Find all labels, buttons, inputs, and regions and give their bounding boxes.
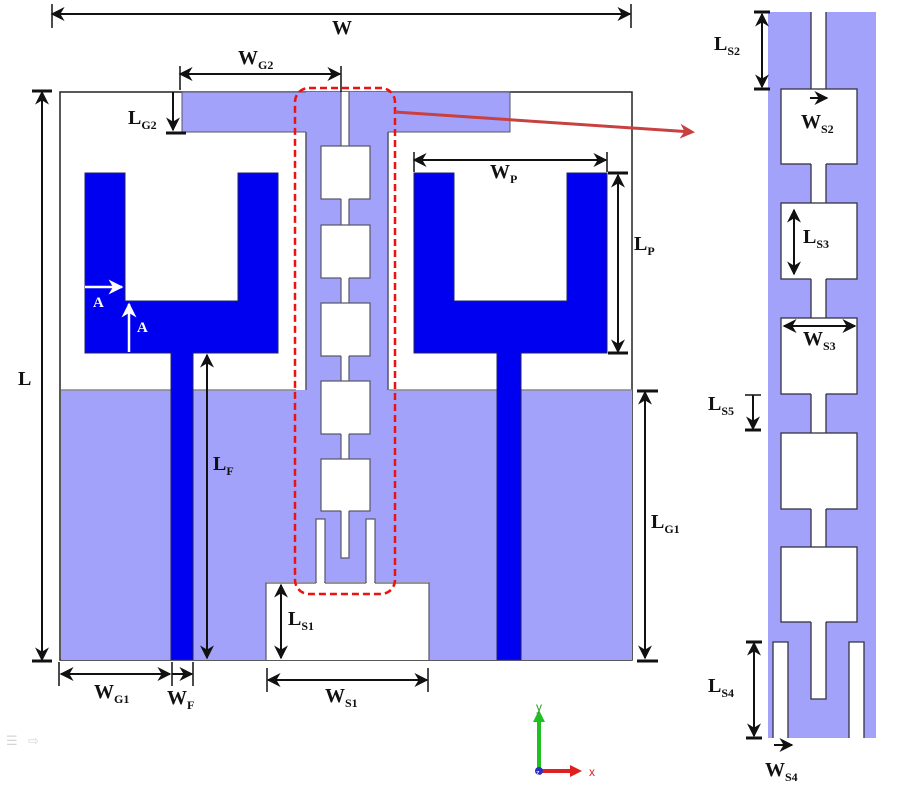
detail-slot-square (780, 432, 858, 510)
label-ws2: WS2 (801, 111, 834, 136)
detail-view (768, 12, 876, 738)
axis-z-origin (535, 767, 543, 775)
slot-square (320, 224, 371, 279)
detail-dimension-labels: LS2 WS2 LS3 WS3 LS5 LS4 WS4 (708, 33, 836, 784)
label-ws4: WS4 (765, 759, 798, 784)
main-antenna: A A (59, 86, 695, 661)
label-w: W (332, 17, 352, 39)
label-ls4: LS4 (708, 675, 734, 700)
pointer-arrow (394, 110, 695, 139)
dimension-labels: W L WG2 LG2 WP LP LF LG1 LS1 WS1 WG1 WF (18, 17, 680, 712)
label-ls1: LS1 (288, 608, 314, 633)
highlight-box (293, 86, 397, 596)
label-ls2: LS2 (714, 33, 740, 58)
slot-square (320, 145, 371, 200)
slot-square (320, 380, 371, 435)
arrow-right-icon[interactable]: ⇨ (28, 734, 39, 749)
slot-square (320, 458, 371, 512)
label-wp: WP (490, 161, 517, 186)
axis-y-label: y (536, 700, 542, 714)
marker-a-up: A (121, 302, 148, 352)
label-ls5: LS5 (708, 393, 734, 418)
axis-triad: y x z (533, 700, 595, 779)
marker-label: A (137, 320, 148, 336)
label-lg2: LG2 (128, 107, 157, 132)
label-lf: LF (213, 453, 234, 478)
marker-label: A (93, 295, 104, 311)
label-wg2: WG2 (238, 47, 273, 72)
axis-z-label: z (536, 770, 540, 777)
slot-s1 (266, 583, 429, 660)
marker-a-right: A (85, 279, 124, 311)
ground-plane-mid-right (429, 390, 497, 660)
label-lg1: LG1 (651, 511, 680, 536)
label-lp: LP (634, 233, 655, 258)
label-ws3: WS3 (803, 328, 836, 353)
label-ws1: WS1 (325, 685, 358, 710)
label-wg1: WG1 (94, 681, 129, 706)
dimension-lines (32, 4, 658, 692)
slot-square (320, 302, 371, 357)
detail-dimension-lines (745, 10, 857, 752)
ground-plane-left (61, 390, 171, 660)
list-icon[interactable]: ☰ (6, 734, 18, 749)
faint-toolbar: ☰ ⇨ (6, 734, 42, 749)
detail-slot-square (780, 546, 858, 623)
stepped-slot-main (315, 92, 376, 584)
patch-left (84, 172, 279, 661)
patch-right (413, 172, 608, 661)
label-l: L (18, 368, 31, 390)
label-wf: WF (167, 687, 194, 712)
ground-plane-right (521, 390, 632, 660)
ground-plane-mid-left (193, 390, 266, 660)
label-ls3: LS3 (803, 226, 829, 251)
axis-x-label: x (589, 765, 595, 779)
